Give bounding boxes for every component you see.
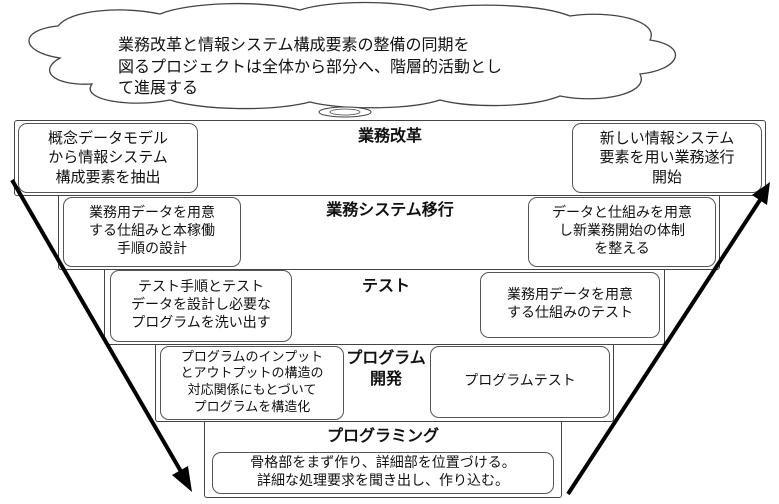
layer-business-reform-title: 業務改革 xyxy=(357,126,422,145)
business-reform-left-box: 概念データモデル から情報システム 構成要素を抽出 xyxy=(18,123,198,193)
program-development-right-box: プログラムテスト xyxy=(430,346,610,418)
system-migration-right-box: データと仕組みを用意 し新業務開始の体制 を整える xyxy=(528,197,716,267)
layer-test-title: テスト xyxy=(361,276,410,295)
test-right-box: 業務用データを用意 する仕組みのテスト xyxy=(480,272,660,338)
layer-program-development-title: プログラム 開発 xyxy=(346,348,426,388)
layer-system-migration-title: 業務システム移行 xyxy=(326,200,454,219)
program-development-left-box: プログラムのインプット とアウトプットの構造の 対応関係にもとづいて プログラム… xyxy=(160,346,344,420)
layer-programming-title: プログラミング xyxy=(326,426,439,445)
programming-box: 骨格部をまず作り、詳細部を位置づける。 詳細な処理要求を聞き出し、作り込む。 xyxy=(212,452,554,494)
cloud-text: 業務改革と情報システム構成要素の整備の同期を 図るプロジェクトは全体から部分へ、… xyxy=(118,35,503,98)
system-migration-left-box: 業務用データを用意 する仕組みと本稼働 手順の設計 xyxy=(63,197,241,267)
test-left-box: テスト手順とテスト データを設計し必要な プログラムを洗い出す xyxy=(110,270,292,342)
business-reform-right-box: 新しい情報システム 要素を用い業務遂行 開始 xyxy=(572,123,762,193)
